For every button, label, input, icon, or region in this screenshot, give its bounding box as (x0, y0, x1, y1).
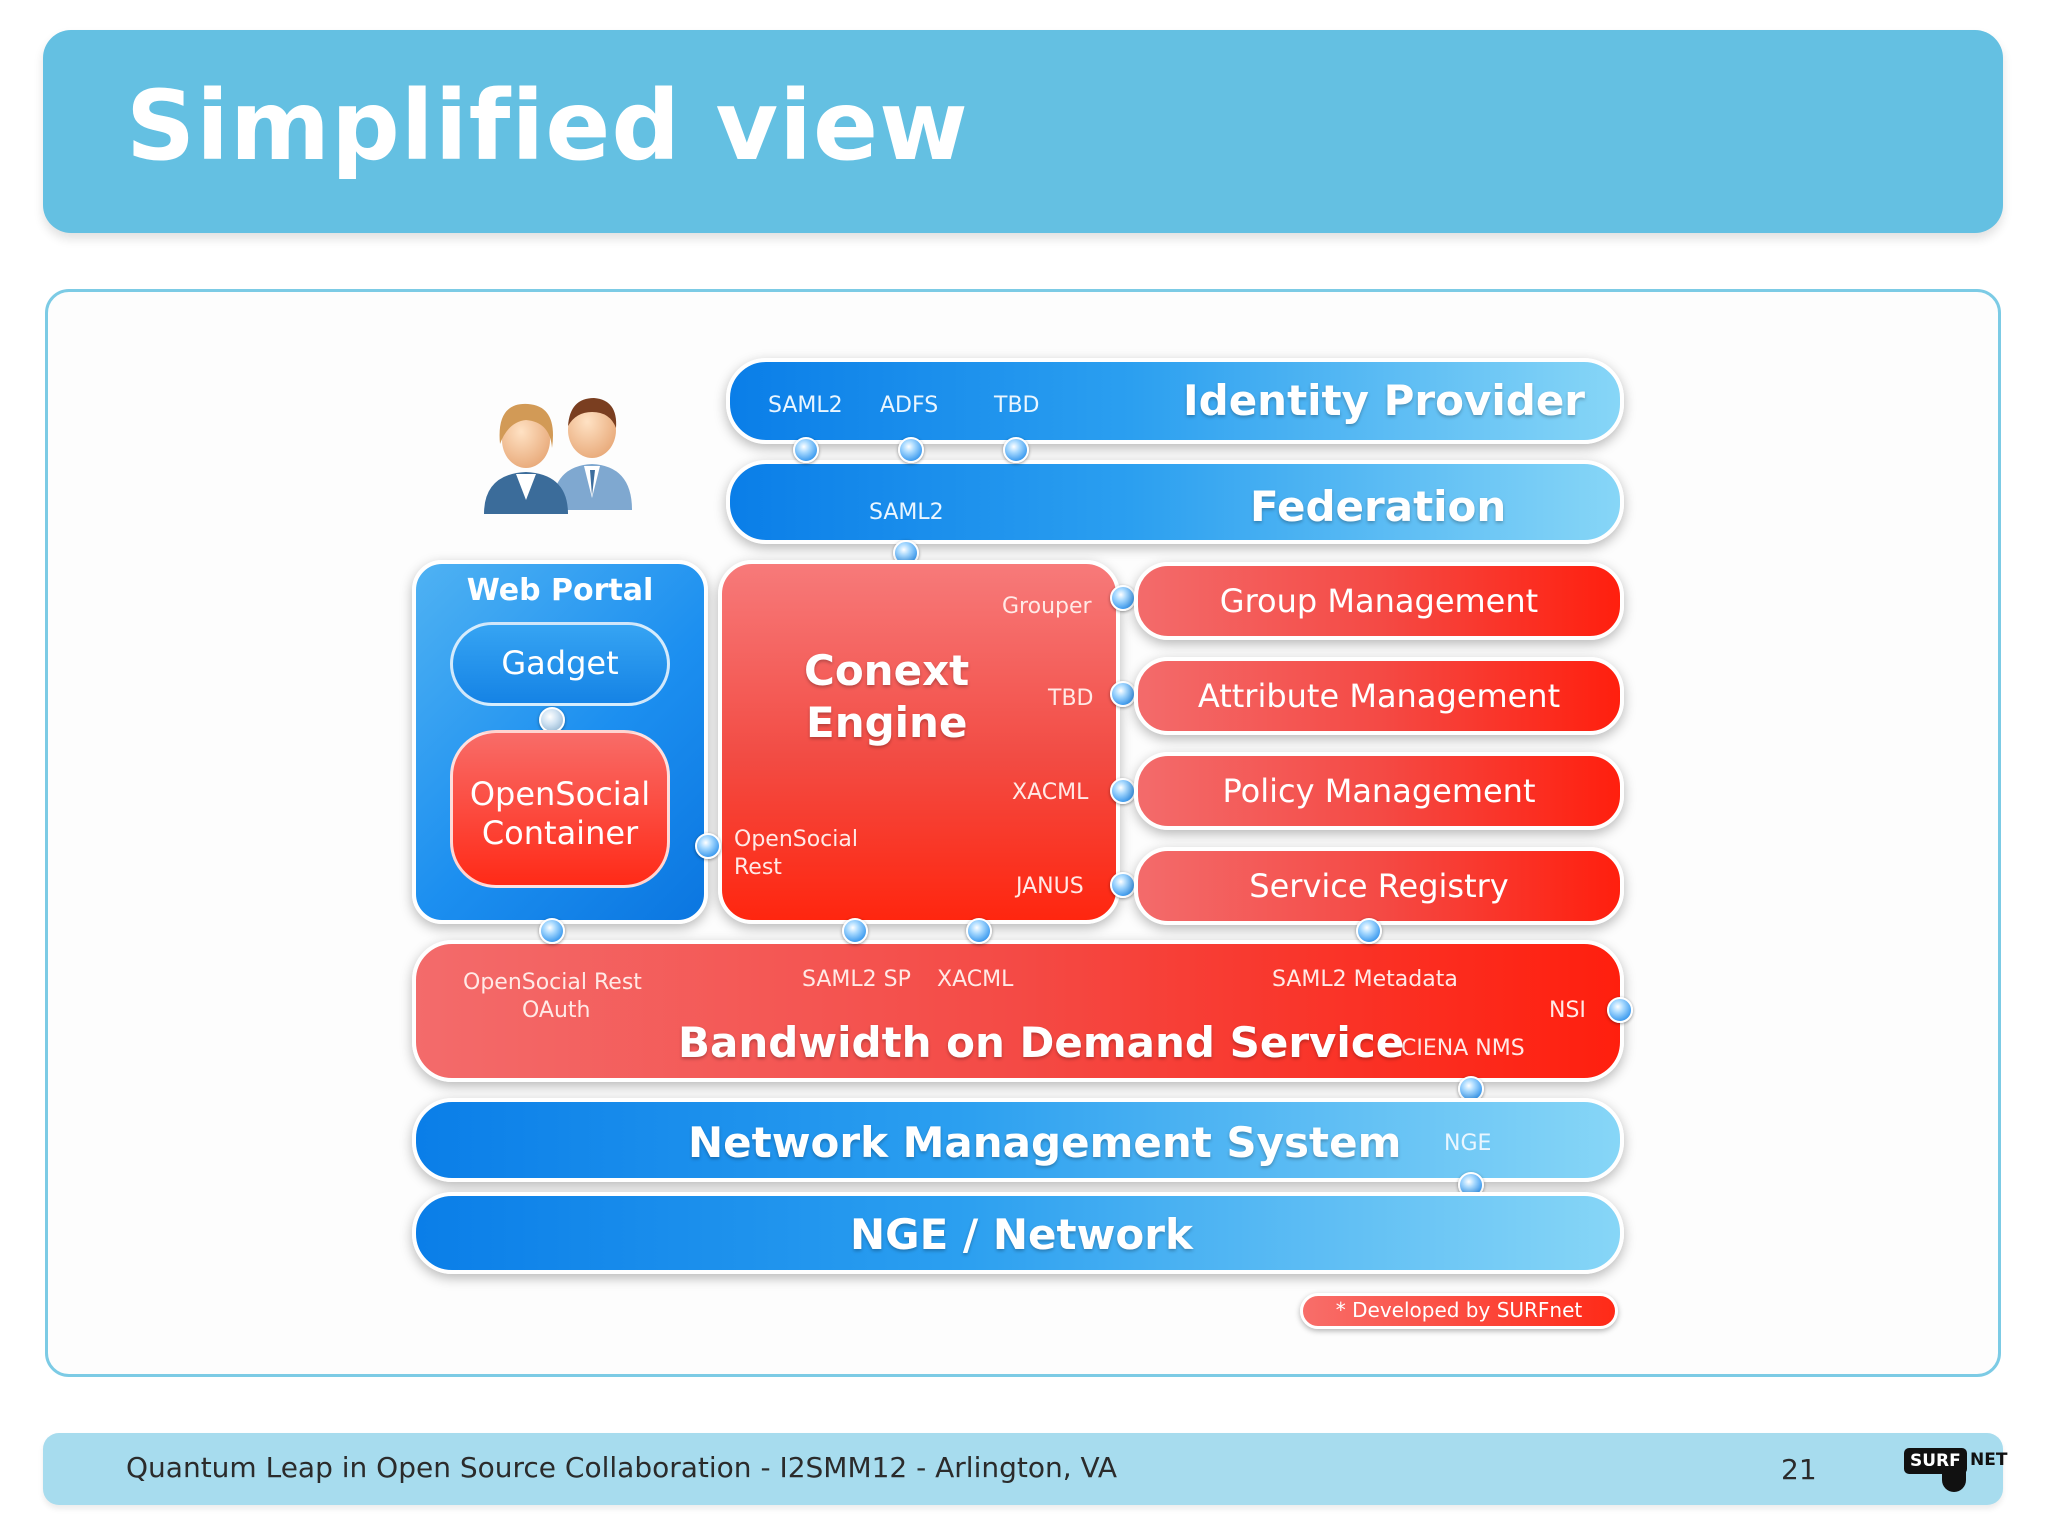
connector-dot (1110, 681, 1136, 707)
connector-dot (1003, 437, 1029, 463)
bod-port-opensocial-rest: OpenSocial Rest (463, 970, 642, 995)
bod-port-nsi: NSI (1549, 998, 1586, 1023)
context-engine-line1: Conext (804, 646, 970, 695)
surfnet-note: * Developed by SURFnet (1335, 1298, 1583, 1322)
attribute-management-label: Attribute Management (1197, 677, 1561, 715)
identity-provider-bar (726, 358, 1624, 444)
connector-dot (1607, 997, 1633, 1023)
connector-dot (1356, 918, 1382, 944)
opensocial-container-line2: Container (481, 814, 639, 852)
bod-port-xacml: XACML (937, 967, 1014, 992)
connector-dot (695, 833, 721, 859)
logo-right-text: NET (1970, 1450, 2008, 1470)
policy-management-label: Policy Management (1222, 772, 1536, 810)
web-portal-label: Web Portal (466, 573, 654, 608)
engine-port-opensocial-rest-line1: OpenSocial (734, 827, 858, 852)
context-engine-line2: Engine (806, 698, 968, 747)
policy-management-bar (1134, 752, 1624, 830)
engine-port-grouper: Grouper (1002, 594, 1092, 619)
federation-bar (726, 460, 1624, 544)
network-bar (412, 1192, 1624, 1274)
footer-text: Quantum Leap in Open Source Collaboratio… (126, 1451, 1118, 1484)
service-registry-label: Service Registry (1249, 867, 1509, 905)
connector-dot (842, 918, 868, 944)
connector-dot (793, 437, 819, 463)
logo-plug-shape (1942, 1470, 1966, 1492)
connector-dot (1458, 1076, 1484, 1102)
nms-port-nge: NGE (1444, 1131, 1492, 1156)
engine-port-tbd: TBD (1048, 686, 1094, 711)
opensocial-container-line1: OpenSocial (469, 775, 651, 813)
group-management-bar (1134, 562, 1624, 640)
idp-port-tbd: TBD (994, 393, 1040, 418)
bod-port-ciena-nms: CIENA NMS (1401, 1036, 1525, 1061)
connector-dot (966, 918, 992, 944)
network-label: NGE / Network (850, 1210, 1193, 1259)
nms-label: Network Management System (688, 1118, 1402, 1167)
connector-dot (1110, 872, 1136, 898)
bod-service-label: Bandwidth on Demand Service (678, 1018, 1405, 1067)
footer-bar: Quantum Leap in Open Source Collaboratio… (43, 1433, 2007, 1505)
surfnet-logo: SURF NET (1904, 1448, 2008, 1494)
federation-label: Federation (1250, 482, 1507, 531)
context-engine-panel (718, 560, 1120, 924)
engine-port-janus: JANUS (1016, 874, 1084, 899)
bod-port-oauth: OAuth (522, 998, 591, 1023)
page-number: 21 (1781, 1453, 1817, 1486)
engine-port-opensocial-rest-line2: Rest (734, 855, 782, 880)
gadget-box (450, 622, 670, 706)
idp-port-adfs: ADFS (880, 393, 939, 418)
surfnet-note-badge (1300, 1293, 1618, 1329)
bod-service-bar (412, 940, 1624, 1082)
engine-port-xacml: XACML (1012, 780, 1089, 805)
opensocial-container-box (450, 730, 670, 888)
users-icon (484, 398, 632, 514)
connector-dot (1110, 585, 1136, 611)
title-bar: Simplified view (43, 30, 2003, 233)
bod-port-saml2-metadata: SAML2 Metadata (1272, 967, 1458, 992)
gadget-label: Gadget (501, 644, 619, 682)
federation-port-saml2: SAML2 (869, 500, 944, 525)
attribute-management-bar (1134, 657, 1624, 735)
identity-provider-label: Identity Provider (1183, 376, 1586, 425)
connector-dot (898, 437, 924, 463)
group-management-label: Group Management (1219, 582, 1539, 620)
connector-dot (539, 918, 565, 944)
bod-port-saml2-sp: SAML2 SP (802, 967, 911, 992)
logo-left-text: SURF (1904, 1448, 1967, 1474)
slide-title: Simplified view (126, 70, 969, 182)
connector-dot (1110, 778, 1136, 804)
nms-bar (412, 1098, 1624, 1182)
idp-port-saml2: SAML2 (768, 393, 843, 418)
